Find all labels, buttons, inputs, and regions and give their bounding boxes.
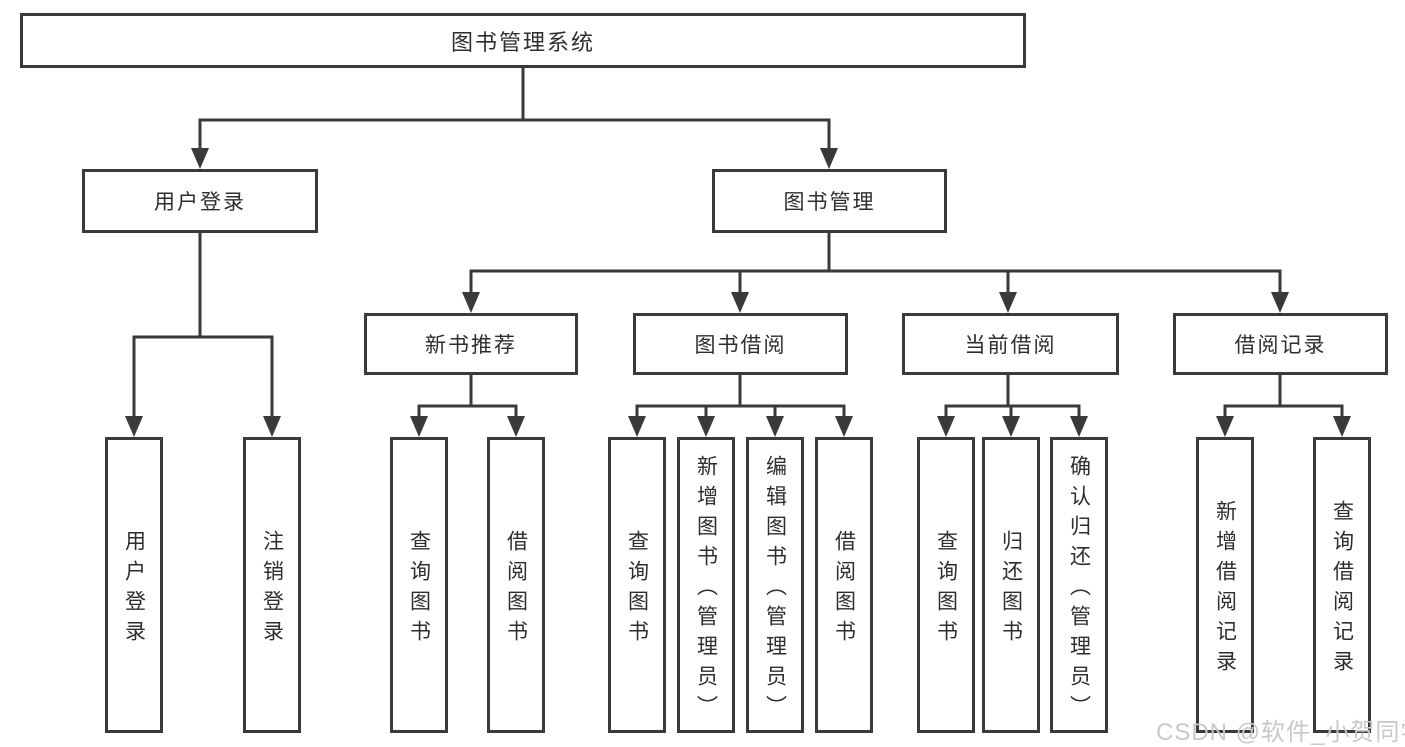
node-label: 当前借阅 xyxy=(964,334,1057,357)
leaf-query-borrow-record: 查询借阅记录 xyxy=(1313,437,1371,733)
node-label: 用户登录 xyxy=(122,529,146,650)
leaf-edit-books-admin: 编辑图书（管理员） xyxy=(746,437,804,733)
node-borrowing-records: 借阅记录 xyxy=(1173,313,1388,375)
watermark-text: CSDN @软件_小贺同学 xyxy=(1156,719,1405,746)
leaf-query-books-recommend: 查询图书 xyxy=(390,437,448,733)
node-label: 用户登录 xyxy=(154,191,246,214)
leaf-logout: 注销登录 xyxy=(243,437,301,733)
node-label: 查询图书 xyxy=(407,529,431,650)
node-label: 确认归还（管理员） xyxy=(1067,454,1091,725)
leaf-add-books-admin: 新增图书（管理员） xyxy=(677,437,735,733)
leaf-borrow-books-recommend: 借阅图书 xyxy=(487,437,545,733)
node-label: 查询图书 xyxy=(625,529,649,650)
node-label: 借阅图书 xyxy=(832,529,856,650)
node-book-management: 图书管理 xyxy=(712,169,947,233)
node-new-book-recommendation: 新书推荐 xyxy=(364,313,578,375)
node-label: 新书推荐 xyxy=(425,334,517,357)
leaf-query-books-current: 查询图书 xyxy=(917,437,975,733)
node-user-login: 用户登录 xyxy=(82,169,318,233)
leaf-confirm-return-admin: 确认归还（管理员） xyxy=(1050,437,1108,733)
node-label: 图书借阅 xyxy=(694,334,787,357)
leaf-borrow-books: 借阅图书 xyxy=(815,437,873,733)
node-label: 编辑图书（管理员） xyxy=(763,454,787,725)
node-label: 归还图书 xyxy=(999,529,1023,650)
node-label: 注销登录 xyxy=(260,529,284,650)
node-label: 查询借阅记录 xyxy=(1330,499,1354,680)
node-current-borrowing: 当前借阅 xyxy=(902,313,1119,375)
arrowheads xyxy=(125,148,1351,437)
leaf-add-borrow-record: 新增借阅记录 xyxy=(1196,437,1254,733)
node-label: 图书管理 xyxy=(783,191,876,214)
leaf-return-books: 归还图书 xyxy=(982,437,1040,733)
node-label: 新增图书（管理员） xyxy=(694,454,718,725)
node-book-borrowing: 图书借阅 xyxy=(633,313,848,375)
node-label: 新增借阅记录 xyxy=(1213,499,1237,680)
leaf-user-login: 用户登录 xyxy=(105,437,163,733)
node-label: 查询图书 xyxy=(934,529,958,650)
node-label: 借阅记录 xyxy=(1234,334,1327,357)
node-label: 借阅图书 xyxy=(504,529,528,650)
node-label: 图书管理系统 xyxy=(450,29,595,55)
leaf-query-books-borrowing: 查询图书 xyxy=(608,437,666,733)
node-book-management-system: 图书管理系统 xyxy=(20,13,1026,68)
